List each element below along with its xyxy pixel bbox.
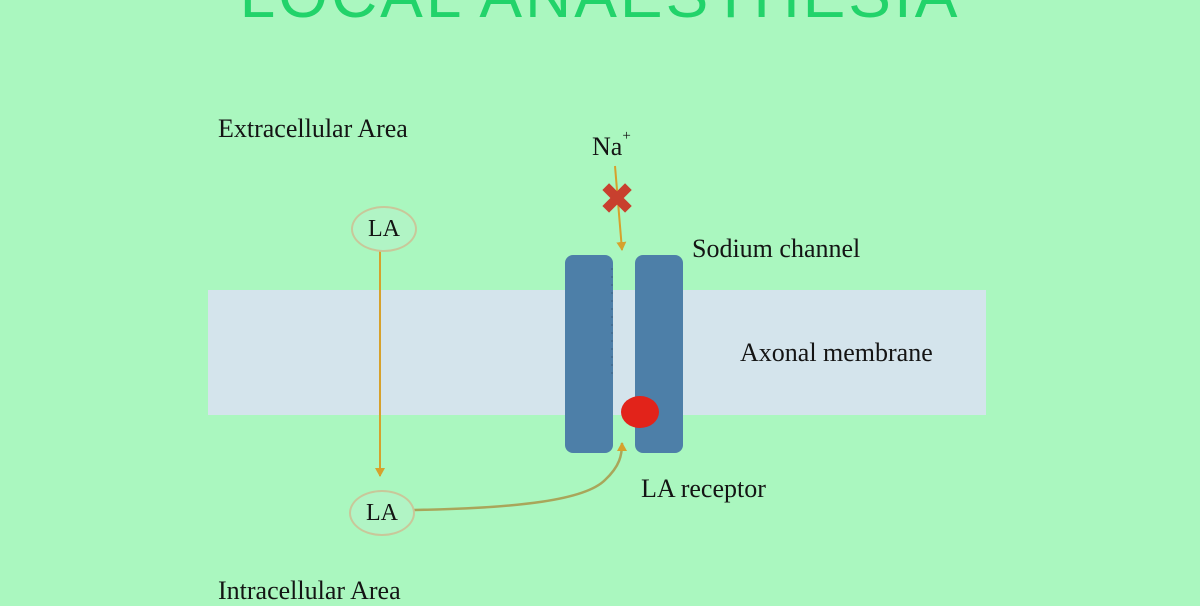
extracellular-area-label: Extracellular Area (218, 114, 408, 143)
cross-icon: ✖ (598, 174, 636, 225)
intracellular-area-label: Intracellular Area (218, 576, 401, 605)
sodium-ion-charge: + (622, 128, 631, 144)
sodium-channel-left-wall (565, 255, 613, 453)
la-molecule-extracellular: LA (351, 206, 417, 252)
la-receptor-site (621, 396, 659, 428)
axonal-membrane-label: Axonal membrane (740, 338, 933, 367)
sodium-channel-label: Sodium channel (692, 234, 861, 263)
sodium-influx-arrow (614, 165, 627, 251)
sodium-ion-symbol: Na (592, 132, 623, 161)
la-to-receptor-arrow (413, 442, 627, 512)
la-receptor-label: LA receptor (641, 474, 766, 503)
la-molecule-intracellular: LA (349, 490, 415, 536)
page-title: LOCAL ANAESTHESIA (0, 0, 1200, 32)
sodium-ion-label: Na+ (592, 128, 631, 162)
